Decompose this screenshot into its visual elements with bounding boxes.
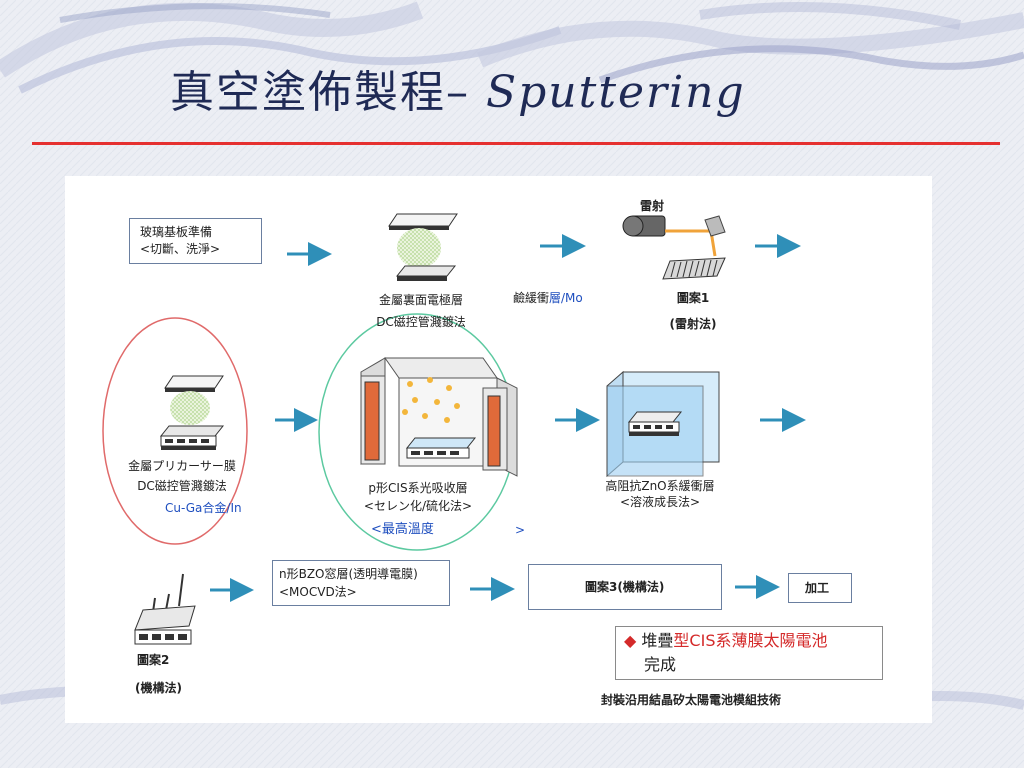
- result-box: ◆ 堆疊型CIS系薄膜太陽電池 完成: [615, 626, 883, 680]
- absorber-temp-close: >: [515, 523, 526, 537]
- pattern1-method: (雷射法): [669, 317, 717, 331]
- precursor-ellipse: [102, 317, 248, 545]
- window-layer-method: <MOCVD法>: [279, 585, 357, 599]
- diagram-graphics: [102, 213, 806, 645]
- module-footer: 封裝沿用結晶矽太陽電池模組技術: [601, 693, 782, 707]
- process-label: 加工: [805, 581, 830, 595]
- zno-bath-icon: [606, 370, 720, 478]
- furnace-icon: [360, 357, 518, 477]
- back-electrode-method: DC磁控管濺鍍法: [376, 315, 466, 329]
- title-rule: [32, 142, 1000, 145]
- pattern3-label: 圖案3(機構法): [585, 580, 665, 594]
- window-layer-box: n形BZO窓層(透明導電膜) <MOCVD法>: [272, 560, 450, 606]
- zno-buffer-method: <溶液成長法>: [619, 495, 701, 509]
- buffer-mo-label: 鹼緩衝層/Mo: [513, 291, 583, 305]
- back-electrode-icon: [388, 213, 458, 281]
- pattern1-label: 圖案1: [676, 291, 710, 305]
- pattern2-icon: [134, 573, 196, 645]
- absorber-temp-label: <最高溫度: [371, 522, 434, 537]
- process-diagram: 玻璃基板準備 <切斷、洗淨> 金屬裏面電極層 DC磁控管濺鍍法 鹼緩衝層/Mo …: [65, 176, 932, 723]
- precursor-method: DC磁控管濺鍍法: [137, 479, 227, 493]
- result-line2: 完成: [644, 655, 677, 674]
- glass-prep-method: <切斷、洗淨>: [140, 242, 221, 256]
- absorber-label: p形CIS系光吸收層: [368, 481, 468, 495]
- window-layer-label: n形BZO窓層(透明導電膜): [279, 567, 418, 581]
- pattern3-box: 圖案3(機構法): [528, 564, 722, 610]
- precursor-material: Cu-Ga合金/In: [165, 501, 242, 515]
- slide-title: 真空塗佈製程– Sputtering: [170, 67, 746, 118]
- precursor-label: 金屬プリカーサー膜: [128, 459, 236, 473]
- laser-label: 雷射: [640, 199, 665, 213]
- process-box: 加工: [788, 573, 852, 603]
- precursor-icon: [159, 375, 225, 450]
- back-electrode-label: 金屬裏面電極層: [378, 293, 463, 307]
- glass-prep-box: 玻璃基板準備 <切斷、洗淨>: [129, 218, 262, 264]
- zno-buffer-label: 高阻抗ZnO系緩衝層: [605, 479, 715, 493]
- glass-prep-title: 玻璃基板準備: [140, 225, 213, 239]
- result-line1: ◆ 堆疊型CIS系薄膜太陽電池: [624, 631, 828, 650]
- absorber-method: <セレン化/硫化法>: [363, 499, 473, 513]
- pattern2-label: 圖案2: [137, 653, 170, 667]
- pattern2-method: (機構法): [135, 681, 182, 695]
- laser-icon: [622, 215, 726, 280]
